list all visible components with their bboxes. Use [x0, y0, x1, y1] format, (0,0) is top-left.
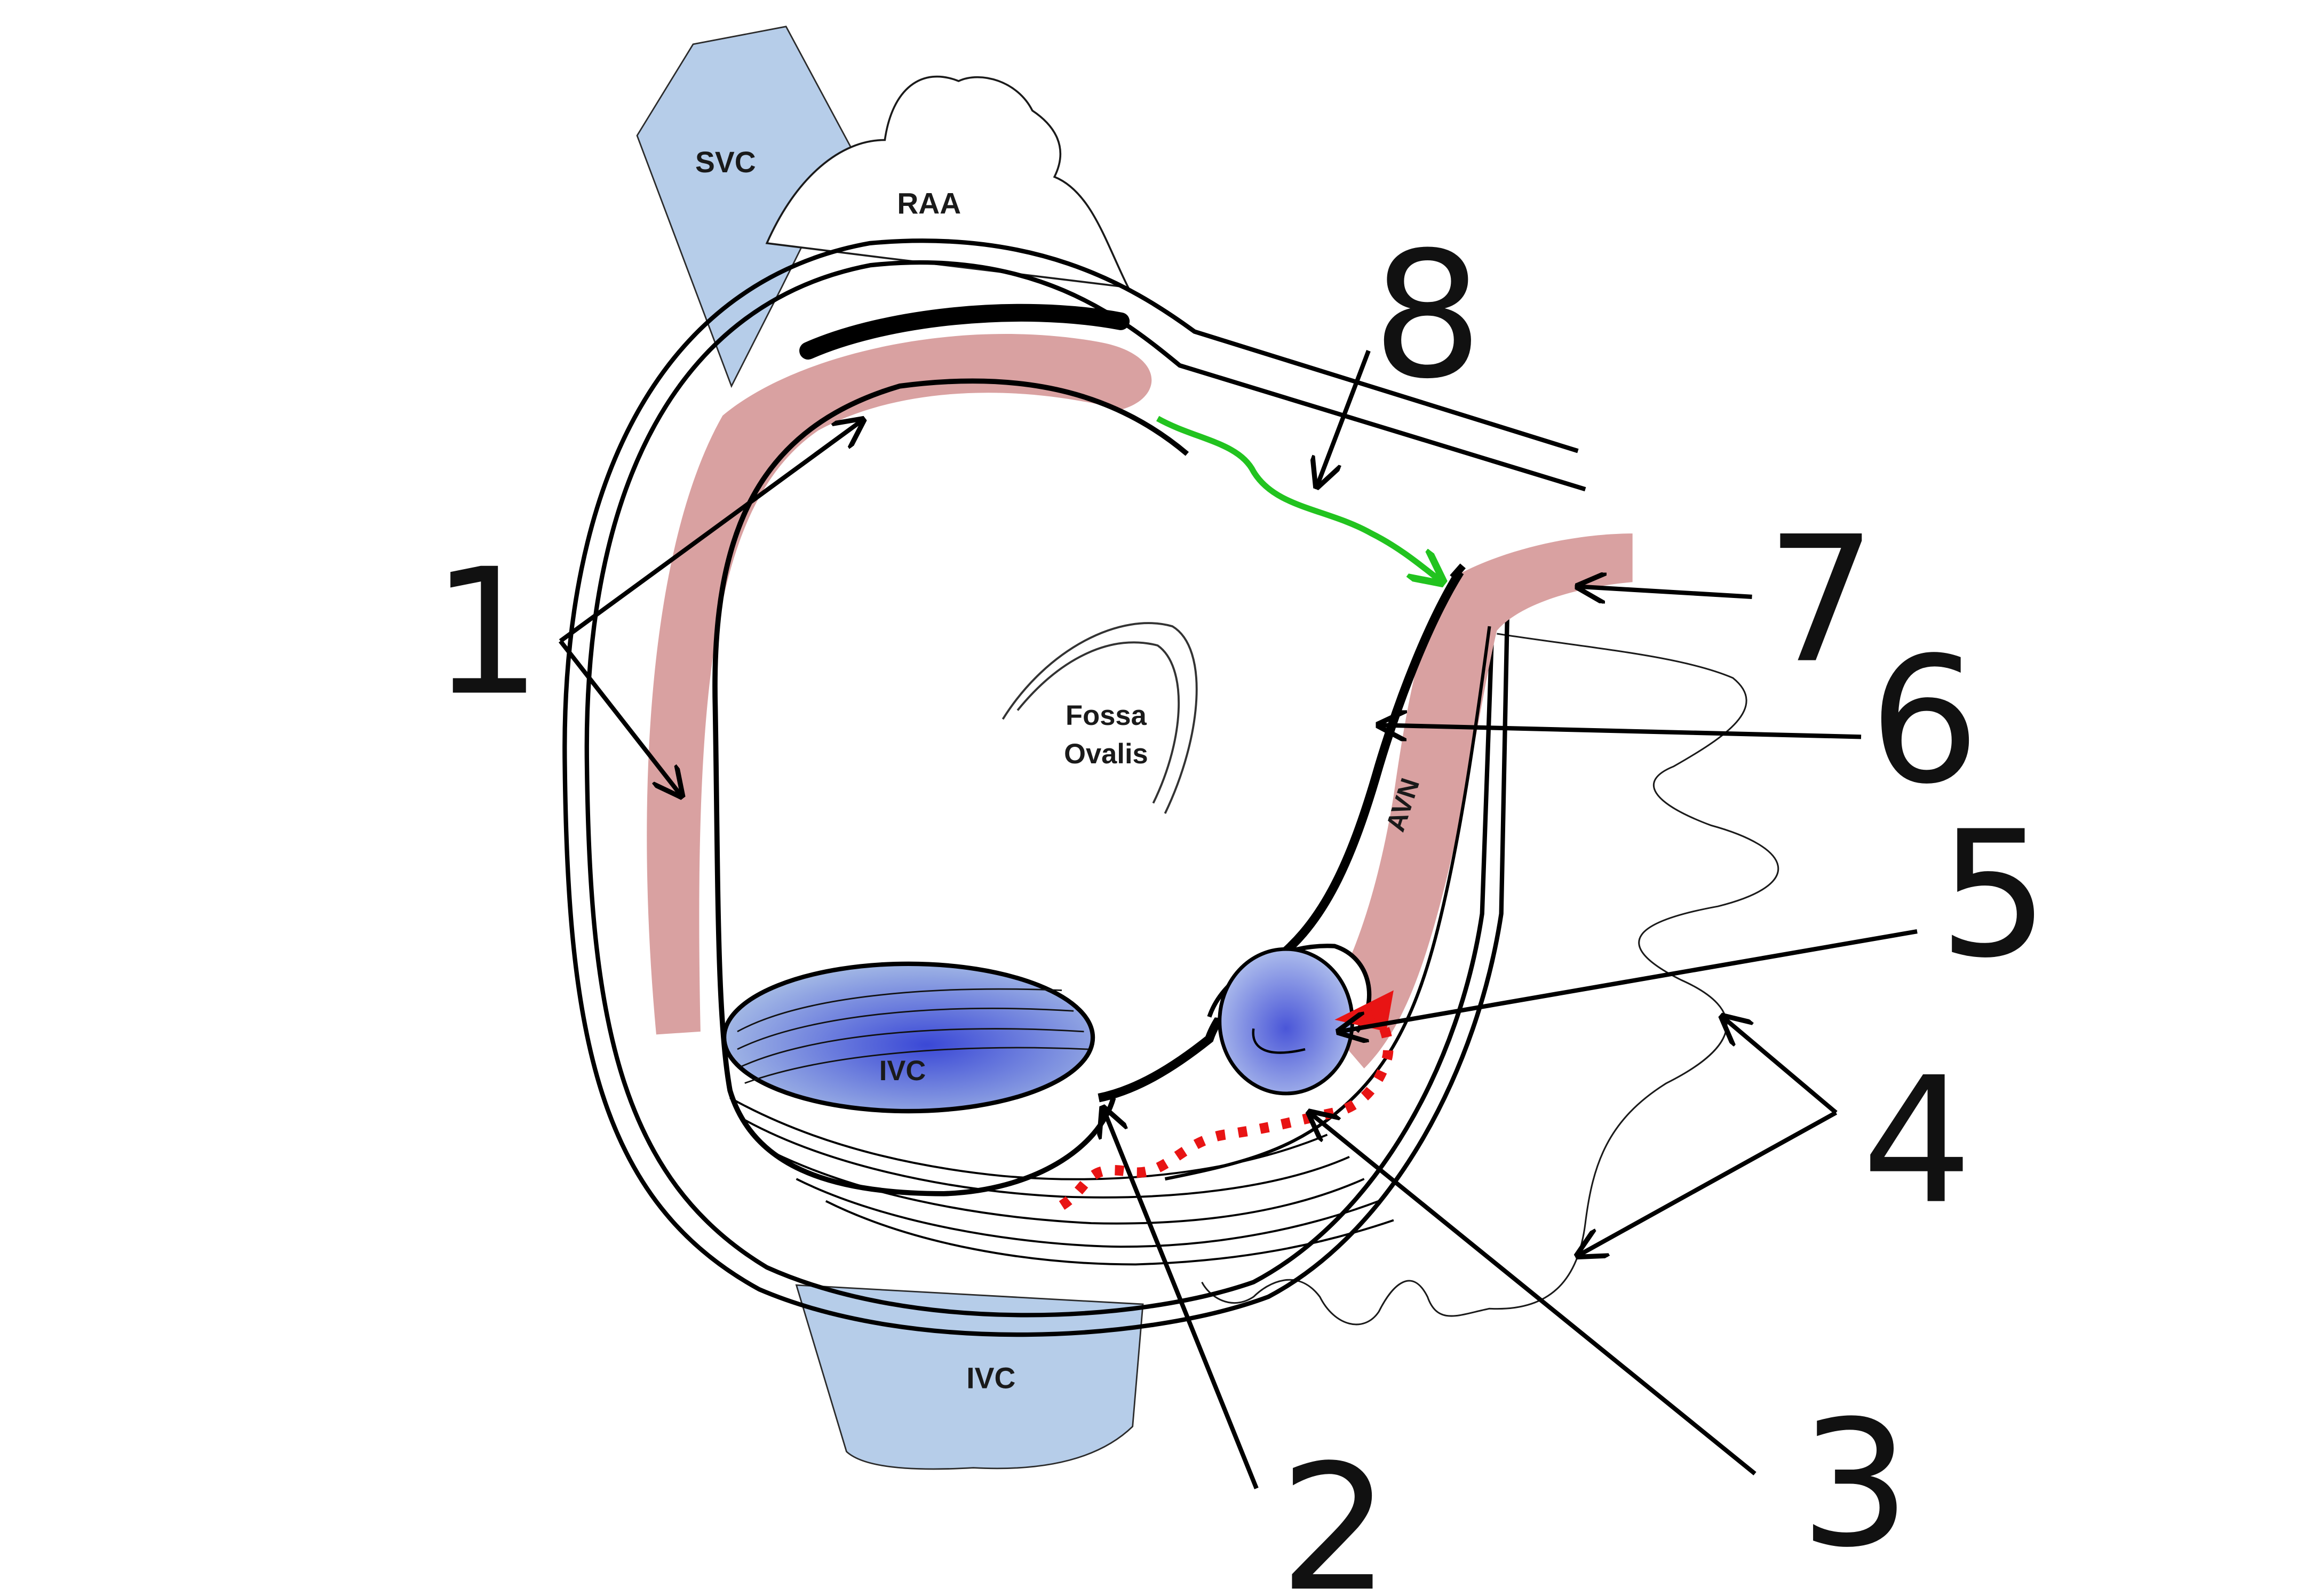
coronary-sinus-ostium: [1218, 947, 1354, 1096]
pointer-arrows: [559, 350, 1918, 1489]
fossa-ovalis-rim-inner: [1016, 641, 1180, 804]
arrow-5: [1339, 929, 1918, 1032]
number-8: 8: [1372, 214, 1483, 417]
ivc-orifice: [721, 961, 1095, 1114]
arrow-7: [1578, 587, 1752, 597]
arrow-8: [1317, 350, 1371, 486]
atrial-wall-inner: [712, 378, 1189, 1196]
number-6: 6: [1869, 619, 1980, 822]
ivc-orifice-rings: [737, 988, 1088, 1084]
atrial-wall-outer: [584, 260, 1586, 1318]
number-2: 2: [1279, 1427, 1390, 1596]
arrow-4-lower: [1578, 1111, 1838, 1256]
arrow-1-upper: [559, 420, 863, 643]
fossa-ovalis-rim-outer: [1002, 622, 1198, 814]
number-7: 7: [1766, 499, 1877, 701]
green-conduction-arrow: [1156, 416, 1442, 582]
arrow-4-upper: [1722, 1017, 1838, 1115]
cs-ostium-inner-curve: [1252, 1028, 1306, 1054]
number-3: 3: [1800, 1383, 1911, 1585]
label-raa: RAA: [897, 187, 961, 220]
crista-terminalis: [647, 334, 1152, 1035]
arrow-2: [1103, 1108, 1259, 1489]
label-fossa: Fossa: [1066, 700, 1147, 731]
number-1: 1: [431, 531, 542, 734]
arrow-1-lower: [559, 640, 681, 796]
isthmus-dotted-line: [1059, 1000, 1394, 1210]
septum-top-cap: [1450, 563, 1466, 580]
label-ovalis: Ovalis: [1064, 738, 1148, 770]
eustachian-ridge-lines: [729, 1097, 1394, 1266]
arrow-3: [1309, 1113, 1756, 1475]
number-5: 5: [1938, 793, 2049, 996]
label-ivc-inner: IVC: [879, 1055, 926, 1087]
number-4: 4: [1862, 1040, 1973, 1242]
atrial-wall-middle: [562, 238, 1579, 1337]
ivc-vessel: [795, 1284, 1144, 1470]
ventricle-outline: [1201, 633, 1779, 1326]
label-ivc-outer: IVC: [966, 1361, 1015, 1394]
raa-appendage: [765, 75, 1130, 289]
septal-ridge: [1320, 533, 1633, 1068]
label-svc: SVC: [695, 146, 756, 179]
arrow-6: [1379, 725, 1862, 737]
septal-border: [1098, 569, 1464, 1103]
atrial-wall-band: [799, 304, 1130, 360]
